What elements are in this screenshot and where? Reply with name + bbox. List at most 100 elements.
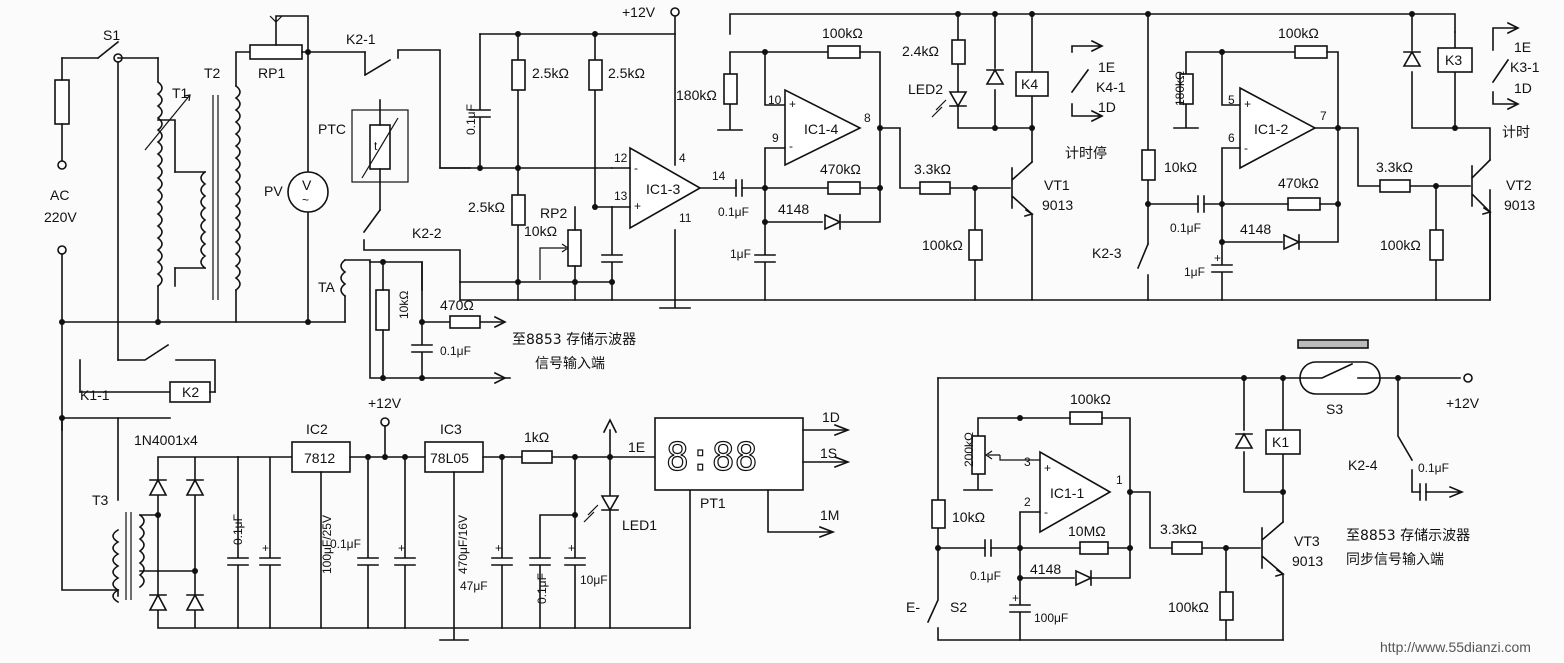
- label-s1: S1: [103, 27, 120, 43]
- label-pin11: 11: [679, 211, 692, 225]
- label-plus-a: +: [634, 199, 641, 213]
- label-r-180k-b: 180kΩ: [1173, 71, 1187, 106]
- label-pin8: 8: [864, 111, 871, 125]
- resistor-180k-a: [723, 73, 738, 105]
- label-k2-4: K2-4: [1348, 457, 1378, 473]
- trigger-section: +12V S3 K2-4 0.1μF 至8853 存储示波器 同步信号输入端 1…: [906, 339, 1480, 641]
- label-led2: LED2: [908, 81, 943, 97]
- label-c-100u-b: 100μF: [1034, 611, 1068, 625]
- ac-terminal-bottom: [57, 245, 67, 255]
- label-diodes: 1N4001x4: [134, 432, 198, 448]
- label-pt1: PT1: [700, 495, 726, 511]
- transistor-vt1: [1010, 160, 1034, 216]
- label-c-01-f: 0.1μF: [330, 537, 361, 551]
- label-r-470: 470Ω: [440, 297, 474, 313]
- label-r-3.3k-c: 3.3kΩ: [1160, 521, 1197, 537]
- label-ta: TA: [318, 279, 336, 295]
- label-c-01-a: 0.1μF: [464, 104, 478, 135]
- regulator-7812: [291, 441, 351, 473]
- label-r-10k-a: 10kΩ: [1164, 159, 1197, 175]
- label-plus12-right: +12V: [1446, 395, 1480, 411]
- label-minus-a: -: [634, 161, 638, 175]
- label-1d-display: 1D: [822, 409, 840, 425]
- label-vt1-part: 9013: [1042, 197, 1073, 213]
- label-c-10u: 10μF: [580, 573, 608, 587]
- label-ptc: PTC: [318, 121, 346, 137]
- resistor-3.3k-c: [1171, 541, 1203, 555]
- label-r-2.4k: 2.4kΩ: [902, 43, 939, 59]
- resistor-10k-a: [1141, 149, 1156, 181]
- label-r-3.3k-a: 3.3kΩ: [914, 161, 951, 177]
- opamp-ic1-2: [1239, 86, 1317, 170]
- label-c-01-g: 0.1μF: [535, 573, 549, 604]
- opamp-ic1-3: [629, 146, 702, 230]
- label-to-scope-signal-b: 信号输入端: [535, 356, 605, 372]
- label-plus-d: +: [1044, 461, 1051, 475]
- label-pin1: 1: [1116, 473, 1123, 487]
- label-ic1-4: IC1-4: [804, 121, 838, 137]
- label-r-470k-a: 470kΩ: [820, 161, 861, 177]
- resistor-470k-a: [827, 181, 861, 195]
- label-minus-c: -: [1244, 141, 1248, 155]
- plus12-right-terminal: [1463, 373, 1473, 383]
- transformer-t2-primary: [200, 170, 207, 270]
- label-s3: S3: [1326, 401, 1343, 417]
- diode-k1-flyback: [1234, 432, 1254, 449]
- label-pin7: 7: [1320, 109, 1327, 123]
- label-pin4: 4: [679, 151, 686, 165]
- bridge-diode-2: [185, 478, 205, 496]
- label-plus12-mid: +12V: [368, 395, 402, 411]
- label-t2: T2: [204, 65, 221, 81]
- label-rp1: RP1: [258, 65, 285, 81]
- potentiometer-rp2: [567, 229, 582, 267]
- label-vt3-part: 9013: [1292, 553, 1323, 569]
- label-ic1-1: IC1-1: [1050, 485, 1084, 501]
- display-pt1: [654, 417, 804, 491]
- resistor-2.5k-a: [511, 59, 526, 91]
- plus12-mid-terminal: [380, 417, 390, 427]
- label-r-470k-b: 470kΩ: [1278, 175, 1319, 191]
- label-to-scope-sync-b: 同步信号输入端: [1346, 552, 1444, 568]
- label-pin13: 13: [614, 189, 628, 203]
- svg-text:+: +: [568, 541, 575, 555]
- label-r-100k-e: 100kΩ: [1070, 391, 1111, 407]
- label-r-10k-b: 10kΩ: [397, 291, 411, 319]
- diode-k4-flyback: [985, 68, 1005, 85]
- label-led1: LED1: [622, 517, 657, 533]
- label-d-4148-b: 4148: [1240, 221, 1271, 237]
- opamp-ic1-4: [784, 88, 862, 167]
- transistor-vt3: [1260, 520, 1285, 576]
- resistor-100k-a: [827, 45, 861, 59]
- label-c-01-d: 0.1μF: [440, 344, 471, 358]
- label-vt2: VT2: [1506, 177, 1532, 193]
- label-rp2: RP2: [540, 205, 567, 221]
- label-pin6: 6: [1228, 131, 1235, 145]
- transformer-t3-secondary: [138, 513, 145, 589]
- label-e-s2: E-: [906, 599, 920, 615]
- label-c-01-e: 0.1μF: [231, 514, 245, 545]
- label-k2-1: K2-1: [346, 31, 376, 47]
- label-minus-d: -: [1044, 505, 1048, 519]
- diode-k3-flyback: [1402, 50, 1422, 67]
- label-plus-c: +: [1244, 97, 1251, 111]
- label-c-01-c: 0.1μF: [1170, 221, 1201, 235]
- resistor-100k-b: [968, 229, 983, 261]
- label-d-4148-c: 4148: [1030, 561, 1061, 577]
- label-k2: K2: [182, 384, 199, 400]
- label-c-1u-a: 1μF: [730, 247, 751, 261]
- resistor-10k-c: [931, 499, 946, 529]
- label-pin10: 10: [768, 93, 782, 107]
- opamp-ic1-1: [1039, 450, 1112, 534]
- label-r-200k: 200kΩ: [962, 432, 976, 467]
- label-k4-1: K4-1: [1096, 79, 1126, 95]
- label-r-2.5k-b: 2.5kΩ: [608, 65, 645, 81]
- label-vt2-part: 9013: [1504, 197, 1535, 213]
- label-r-180k-a: 180kΩ: [676, 87, 717, 103]
- relay-k3-coil: [1437, 47, 1473, 73]
- label-d-4148-a: 4148: [778, 201, 809, 217]
- label-c-1u-b: 1μF: [1184, 265, 1205, 279]
- label-r-10k-c: 10kΩ: [952, 509, 985, 525]
- label-k1: K1: [1272, 434, 1289, 450]
- diode-4148-b: [1283, 233, 1301, 251]
